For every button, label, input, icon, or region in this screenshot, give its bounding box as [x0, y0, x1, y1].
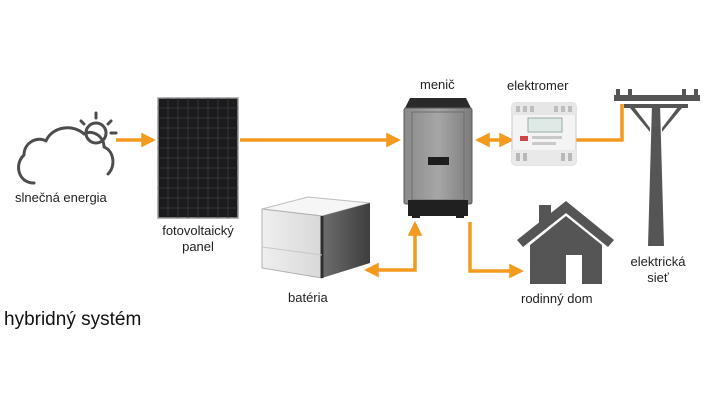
- solar-panel: [157, 97, 239, 219]
- label-meter: elektromer: [507, 78, 569, 93]
- label-inverter: menič: [420, 77, 455, 92]
- label-grid-line1: elektrická: [630, 254, 686, 269]
- label-pv-panel-line2: panel: [182, 239, 214, 254]
- label-solar-energy: slnečná energia: [15, 190, 107, 205]
- line-meter-to-grid: [576, 104, 624, 142]
- battery-unit: [261, 196, 371, 279]
- house-icon: [517, 201, 614, 284]
- label-grid: elektrická sieť: [618, 254, 698, 286]
- diagram-caption: hybridný systém: [4, 309, 142, 330]
- label-house: rodinný dom: [521, 291, 593, 306]
- label-grid-line2: sieť: [647, 270, 669, 285]
- electricity-meter: [511, 102, 577, 166]
- label-pv-panel-line1: fotovoltaický: [162, 223, 234, 238]
- label-battery: batéria: [288, 290, 328, 305]
- power-pole-icon: [614, 89, 700, 246]
- arrow-inverter-to-house: [468, 222, 524, 279]
- arrow-inverter-battery: [364, 221, 423, 278]
- inverter: [403, 98, 473, 218]
- cloud-sun-icon: [17, 111, 118, 185]
- flow-arrows: [116, 104, 624, 279]
- label-pv-panel: fotovoltaický panel: [148, 223, 248, 255]
